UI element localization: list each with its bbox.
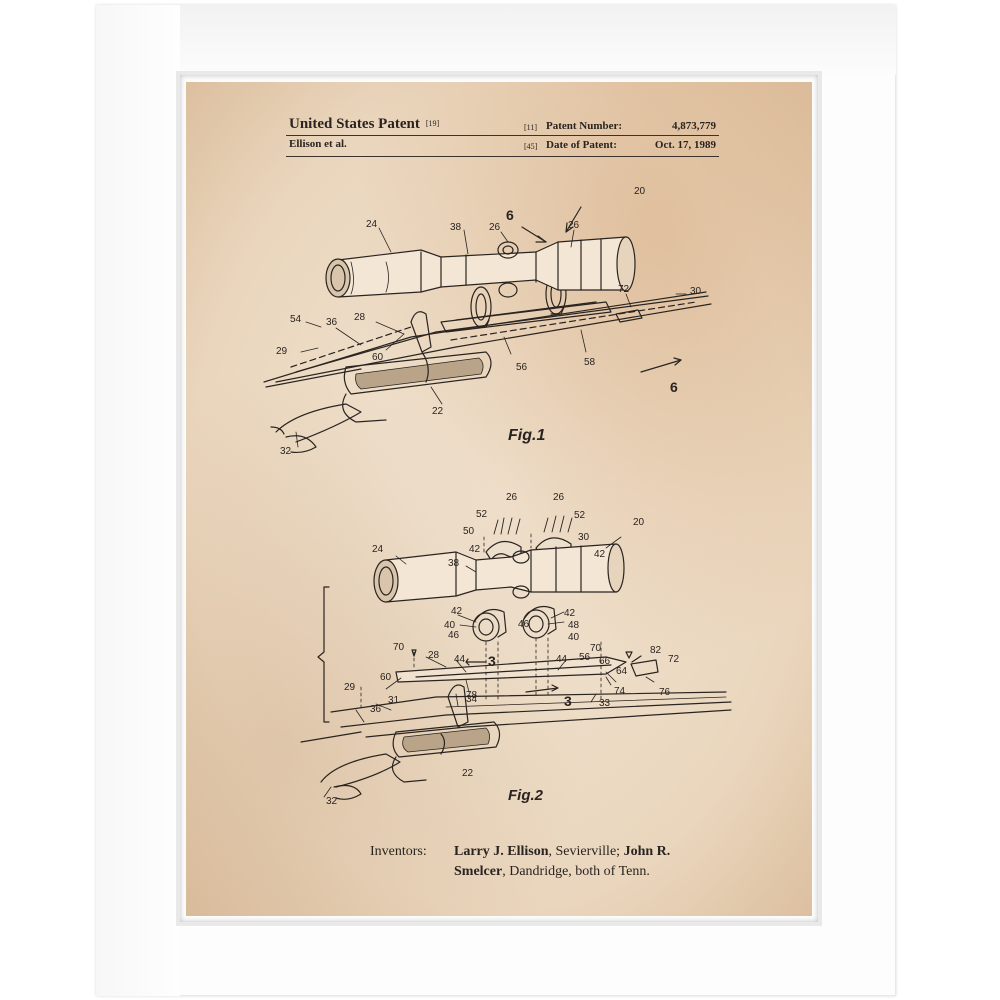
patent-authors: Ellison et al. bbox=[289, 138, 347, 150]
inventor-location-2: , Dandridge, both of Tenn. bbox=[502, 864, 650, 879]
inventors-line-2: Smelcer, Dandridge, both of Tenn. bbox=[370, 862, 670, 882]
svg-text:38: 38 bbox=[450, 222, 462, 233]
svg-text:60: 60 bbox=[372, 352, 384, 363]
svg-text:33: 33 bbox=[599, 698, 611, 709]
svg-text:29: 29 bbox=[276, 346, 288, 357]
svg-text:24: 24 bbox=[366, 219, 378, 230]
svg-text:58: 58 bbox=[584, 357, 596, 368]
inventors-label: Inventors: bbox=[370, 844, 427, 859]
svg-text:46: 46 bbox=[518, 619, 530, 630]
svg-text:29: 29 bbox=[344, 682, 356, 693]
svg-text:44: 44 bbox=[556, 654, 568, 665]
svg-text:54: 54 bbox=[290, 314, 302, 325]
svg-text:74: 74 bbox=[614, 686, 626, 697]
svg-text:3: 3 bbox=[564, 693, 572, 709]
svg-text:72: 72 bbox=[668, 654, 680, 665]
fig2-reference-numerals: 26 26 52 52 50 30 42 42 20 24 38 42 42 4… bbox=[326, 492, 680, 807]
svg-text:56: 56 bbox=[516, 362, 528, 373]
svg-text:20: 20 bbox=[634, 186, 646, 197]
patent-date-value: Oct. 17, 1989 bbox=[654, 139, 716, 151]
svg-text:42: 42 bbox=[451, 606, 463, 617]
frame-bevel-top bbox=[96, 5, 896, 75]
svg-text:22: 22 bbox=[432, 406, 444, 417]
svg-text:20: 20 bbox=[633, 517, 645, 528]
header-rule-1 bbox=[286, 135, 719, 136]
svg-text:26: 26 bbox=[553, 492, 565, 503]
svg-text:40: 40 bbox=[444, 620, 456, 631]
svg-text:50: 50 bbox=[463, 526, 475, 537]
patent-date-label: Date of Patent: bbox=[546, 139, 617, 151]
fig1-drawing: 24 38 26 26 20 30 72 54 36 28 29 60 56 5… bbox=[263, 186, 712, 457]
patent-print: United States Patent[19] Ellison et al. … bbox=[186, 82, 812, 916]
svg-text:56: 56 bbox=[579, 652, 591, 663]
patent-number-code: [11] bbox=[524, 123, 538, 132]
patent-drawing: 24 38 26 26 20 30 72 54 36 28 29 60 56 5… bbox=[263, 186, 732, 807]
svg-text:30: 30 bbox=[690, 286, 702, 297]
svg-text:60: 60 bbox=[380, 672, 392, 683]
svg-text:22: 22 bbox=[462, 768, 474, 779]
svg-text:26: 26 bbox=[568, 220, 580, 231]
svg-text:76: 76 bbox=[659, 687, 671, 698]
svg-text:42: 42 bbox=[469, 544, 481, 555]
svg-text:26: 26 bbox=[506, 492, 518, 503]
svg-text:28: 28 bbox=[428, 650, 440, 661]
svg-text:40: 40 bbox=[568, 632, 580, 643]
svg-text:24: 24 bbox=[372, 544, 384, 555]
svg-text:32: 32 bbox=[280, 446, 292, 457]
svg-text:36: 36 bbox=[370, 704, 382, 715]
svg-text:30: 30 bbox=[578, 532, 590, 543]
svg-text:28: 28 bbox=[354, 312, 366, 323]
fig1-reference-numerals: 24 38 26 26 20 30 72 54 36 28 29 60 56 5… bbox=[276, 186, 702, 457]
patent-title: United States Patent[19] bbox=[289, 116, 440, 132]
inventor-name-2a: John R. bbox=[623, 844, 671, 859]
svg-text:70: 70 bbox=[393, 642, 405, 653]
frame-bevel-left bbox=[96, 5, 180, 996]
svg-text:64: 64 bbox=[616, 666, 628, 677]
patent-date-code: [45] bbox=[524, 142, 538, 151]
svg-text:36: 36 bbox=[326, 317, 338, 328]
svg-text:34: 34 bbox=[466, 694, 478, 705]
svg-text:82: 82 bbox=[650, 645, 662, 656]
svg-text:31: 31 bbox=[388, 695, 400, 706]
svg-text:46: 46 bbox=[448, 630, 460, 641]
header-rule-2 bbox=[286, 156, 719, 157]
inventors-line-1: Inventors: Larry J. Ellison, Sevierville;… bbox=[370, 842, 670, 862]
svg-text:52: 52 bbox=[476, 509, 488, 520]
svg-text:52: 52 bbox=[574, 510, 586, 521]
fig2-label: Fig.2 bbox=[508, 787, 544, 804]
svg-text:6: 6 bbox=[670, 379, 678, 395]
svg-text:66: 66 bbox=[599, 656, 611, 667]
fig1-label: Fig.1 bbox=[508, 427, 545, 444]
patent-number-value: 4,873,779 bbox=[672, 120, 716, 132]
svg-text:32: 32 bbox=[326, 796, 338, 807]
patent-number-label: Patent Number: bbox=[546, 120, 623, 132]
inventor-name-2b: Smelcer bbox=[454, 864, 503, 879]
svg-text:3: 3 bbox=[488, 653, 496, 669]
svg-text:44: 44 bbox=[454, 654, 466, 665]
svg-text:26: 26 bbox=[489, 222, 501, 233]
svg-text:48: 48 bbox=[568, 620, 580, 631]
svg-text:38: 38 bbox=[448, 558, 460, 569]
inventor-name-1: Larry J. Ellison bbox=[454, 844, 549, 859]
inventor-location-1: , Sevierville; bbox=[548, 844, 624, 859]
svg-text:72: 72 bbox=[618, 284, 630, 295]
svg-text:6: 6 bbox=[506, 207, 514, 223]
svg-text:42: 42 bbox=[594, 549, 606, 560]
svg-text:78: 78 bbox=[466, 690, 478, 701]
fig2-drawing: 26 26 52 52 50 30 42 42 20 24 38 42 42 4… bbox=[300, 492, 732, 807]
inventors-block: Inventors: Larry J. Ellison, Sevierville;… bbox=[370, 842, 670, 882]
svg-text:70: 70 bbox=[590, 643, 602, 654]
svg-text:42: 42 bbox=[564, 608, 576, 619]
